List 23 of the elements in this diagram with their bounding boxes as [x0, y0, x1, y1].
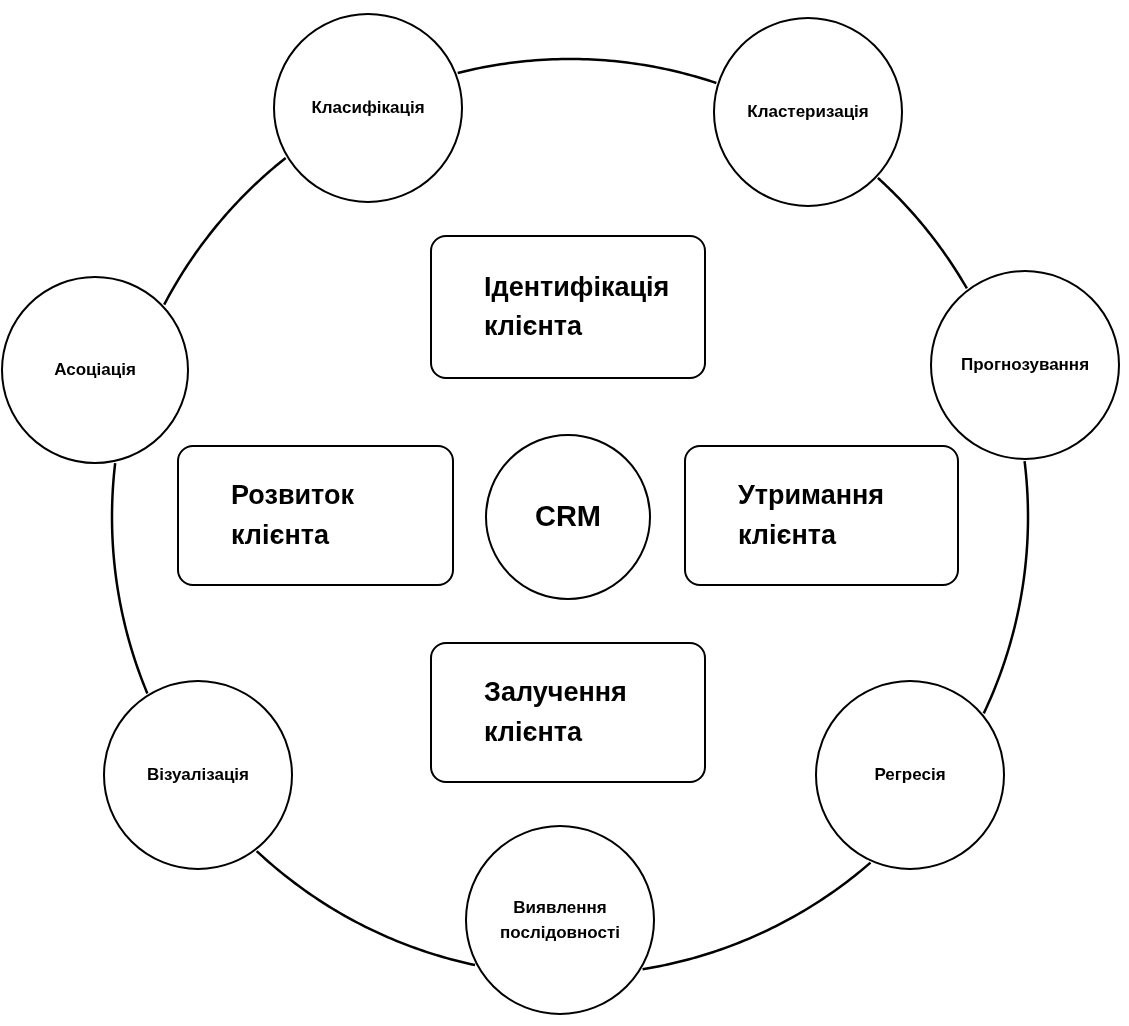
- node-label: Виявлення послідовності: [499, 896, 621, 944]
- ring-connector: [110, 462, 149, 694]
- rounded-box: [684, 445, 959, 586]
- ring-connector: [877, 177, 968, 290]
- node-label: Регресія: [874, 764, 946, 787]
- node-label: Асоціація: [54, 359, 136, 382]
- node-label: Ідентифікація клієнта: [484, 270, 671, 343]
- node-label: Утримання клієнта: [738, 479, 886, 552]
- node-label: Залучення клієнта: [484, 676, 628, 749]
- ring-connector: [457, 57, 717, 85]
- ring-connector: [982, 460, 1030, 714]
- ring-connector: [642, 861, 872, 971]
- node-label: Візуалізація: [147, 764, 249, 787]
- ring-connector: [255, 850, 476, 967]
- node-label: Класифікація: [311, 97, 425, 120]
- node-label: CRM: [534, 499, 601, 535]
- rounded-box: [177, 445, 454, 586]
- node-label: Кластеризація: [747, 101, 869, 124]
- rounded-box: [430, 235, 706, 379]
- rounded-box: [430, 642, 706, 783]
- ring-connector: [163, 156, 287, 306]
- node-label: Прогнозування: [960, 354, 1090, 377]
- node-label: Розвиток клієнта: [231, 479, 355, 552]
